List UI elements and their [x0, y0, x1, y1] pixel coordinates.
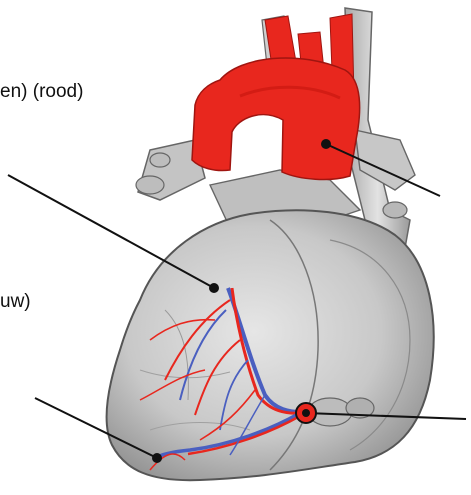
leader-line-top-left — [8, 175, 214, 288]
heart-body — [107, 210, 434, 480]
marker-aorta-dot — [321, 139, 331, 149]
label-blue: uw) — [0, 292, 31, 311]
marker-bottom-left-dot — [152, 453, 162, 463]
marker-top-left-dot — [209, 283, 219, 293]
label-red: en) (rood) — [0, 82, 83, 101]
aorta — [192, 14, 360, 179]
